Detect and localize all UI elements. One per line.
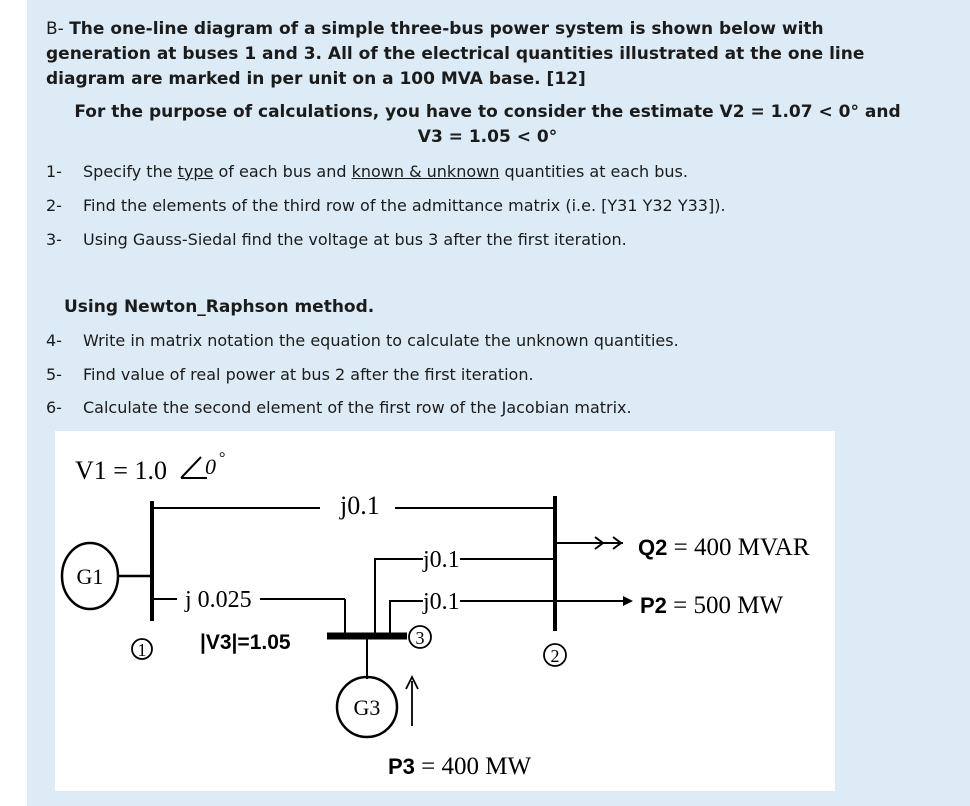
bus-2-marker [543, 643, 567, 667]
bus-3-number: 3 [416, 628, 425, 648]
question-prefix: B- [46, 19, 70, 39]
g1-label: G1 [77, 564, 104, 589]
p2-label: P2 = 500 MW [640, 592, 784, 619]
item-text: Write in matrix notation the equation to… [83, 331, 679, 350]
list-item: 2- Find the elements of the third row of … [46, 196, 726, 215]
one-line-diagram: V1 = 1.0 0 ° G1 1 j0.1 2 Q2 = 400 MVAR [55, 431, 835, 791]
q2-arrow-head-2 [612, 536, 623, 550]
estimate-line-2: V3 = 1.05 < 0° [417, 127, 558, 147]
list-item: 4- Write in matrix notation the equation … [46, 331, 679, 350]
v1-angle: 0 [205, 454, 216, 479]
item-text: Find the elements of the third row of th… [83, 196, 726, 215]
bus-3-marker [408, 625, 432, 649]
item-text: Specify the [83, 162, 178, 181]
q2-arrow-head-1 [594, 536, 605, 550]
line-3-2a-left [374, 558, 423, 636]
list-item: 1- Specify the type of each bus and known… [46, 162, 688, 181]
z12-label: j0.1 [339, 491, 380, 520]
estimate-note: For the purpose of calculations, you hav… [40, 100, 935, 150]
item-number: 3- [46, 230, 62, 249]
question-title: B- The one-line diagram of a simple thre… [46, 17, 926, 92]
estimate-line-1: For the purpose of calculations, you hav… [74, 102, 901, 122]
item-text: Calculate the second element of the firs… [83, 398, 632, 417]
item-number: 5- [46, 365, 62, 384]
p2-arrow-head [623, 596, 633, 606]
v1-label: V1 = 1.0 [75, 456, 167, 485]
item-number: 6- [46, 398, 62, 417]
z23b-label: j0.1 [422, 589, 460, 615]
underlined-term: known & unknown [351, 162, 500, 181]
diagram-svg: V1 = 1.0 0 ° G1 1 j0.1 2 Q2 = 400 MVAR [60, 450, 810, 780]
item-text: quantities at each bus. [499, 162, 688, 181]
z13-label: j 0.025 [184, 587, 252, 613]
generator-g3 [335, 675, 399, 739]
list-item: 5- Find value of real power at bus 2 afte… [46, 365, 534, 384]
g3-label: G3 [354, 695, 381, 720]
item-text: Using Gauss-Siedal find the voltage at b… [83, 230, 627, 249]
item-number: 2- [46, 196, 62, 215]
item-text: of each bus and [213, 162, 352, 181]
newton-raphson-heading: Using Newton_Raphson method. [64, 297, 375, 317]
underlined-term: type [177, 162, 214, 181]
item-number: 1- [46, 162, 62, 181]
p3-arrow-head [405, 674, 419, 690]
question-text: The one-line diagram of a simple three-b… [46, 19, 865, 89]
angle-symbol [180, 456, 207, 479]
bus-1-marker [131, 638, 153, 660]
bus-1-number: 1 [138, 640, 147, 660]
line-3-2b-left [389, 600, 423, 636]
v1-degree: ° [219, 450, 225, 467]
item-number: 4- [46, 331, 62, 350]
v3-mag-label: |V3|=1.05 [200, 631, 291, 654]
q2-label: Q2 = 400 MVAR [638, 534, 810, 561]
bus-2-number: 2 [551, 646, 560, 666]
z23a-label: j0.1 [422, 547, 460, 573]
list-item: 6- Calculate the second element of the fi… [46, 398, 632, 417]
item-text: Find value of real power at bus 2 after … [83, 365, 534, 384]
list-item: 3- Using Gauss-Siedal find the voltage at… [46, 230, 627, 249]
p3-label: P3 = 400 MW [388, 753, 532, 780]
